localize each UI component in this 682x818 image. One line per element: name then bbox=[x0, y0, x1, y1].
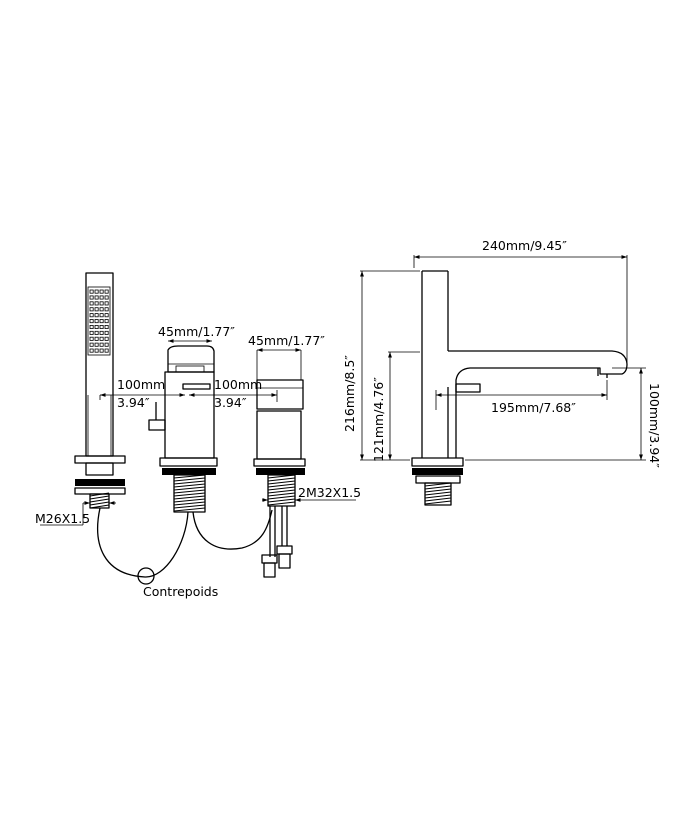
nozzle-grid bbox=[89, 289, 109, 353]
spacing-label-2-in: 3.94″ bbox=[214, 395, 247, 410]
mixer-thread bbox=[173, 474, 206, 512]
overall-width-label: 240mm/9.45″ bbox=[482, 238, 567, 253]
spout-washer bbox=[412, 468, 463, 475]
spout-height-label: 121mm/4.76″ bbox=[371, 377, 386, 462]
hand-shower-washer bbox=[75, 479, 125, 486]
valve-thread bbox=[267, 474, 296, 506]
thread-label-hand-shower: M26X1.5 bbox=[35, 511, 90, 526]
spout-thread bbox=[424, 482, 452, 505]
handle-width-label-2: 45mm/1.77″ bbox=[248, 333, 325, 348]
hand-shower bbox=[74, 272, 126, 509]
spout bbox=[448, 350, 628, 458]
shower-head-nozzles bbox=[87, 286, 111, 356]
right-valve bbox=[253, 379, 306, 578]
thread-label-valves: 2M32X1.5 bbox=[298, 485, 361, 500]
overall-height-label: 216mm/8.5″ bbox=[342, 355, 357, 432]
spacing-label-1-in: 3.94″ bbox=[117, 395, 150, 410]
spacing-label-2-mm: 100mm bbox=[214, 377, 262, 392]
hand-shower-thread bbox=[89, 492, 110, 509]
side-view: 240mm/9.45″ 195mm/7.68″ 216mm/8.5″ 121mm… bbox=[342, 238, 662, 506]
counterweight-marker bbox=[137, 567, 155, 585]
deck-height-label: 100mm/3.94″ bbox=[647, 383, 662, 468]
front-view: 45mm/1.77″ 45mm/1.77″ 100mm 3.94″ 100mm … bbox=[35, 272, 361, 599]
valve-washer bbox=[256, 468, 305, 475]
mixer-hose bbox=[192, 509, 273, 550]
diverter-lever bbox=[455, 383, 481, 393]
mixer-washer bbox=[162, 468, 216, 475]
center-mixer bbox=[148, 345, 218, 513]
shower-hose bbox=[97, 507, 189, 578]
spout-reach-label: 195mm/7.68″ bbox=[491, 400, 576, 415]
counterweight-label: Contrepoids bbox=[143, 584, 218, 599]
handle-width-label-1: 45mm/1.77″ bbox=[158, 324, 235, 339]
spacing-label-1-mm: 100mm bbox=[117, 377, 165, 392]
